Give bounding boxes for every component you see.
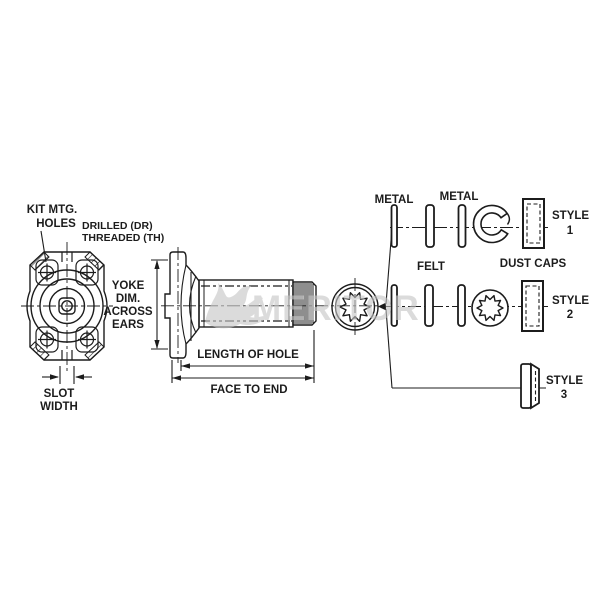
- style2-splined-washer-teeth: [476, 294, 504, 322]
- kit-mtg-label-line2: HOLES: [36, 218, 76, 230]
- meritor-watermark-text: MERITOR: [252, 289, 420, 328]
- yoke-dim-label-line2: DIM.: [116, 293, 140, 305]
- length-of-hole-label: LENGTH OF HOLE: [197, 349, 299, 361]
- threaded-label: THREADED (TH): [82, 232, 164, 244]
- metal-label-2: METAL: [440, 191, 479, 203]
- style1-cap-body: [522, 198, 545, 249]
- slip-yoke-side-view: [151, 251, 317, 383]
- drilled-label: DRILLED (DR): [82, 220, 153, 232]
- yoke-dim-dimension: [151, 259, 168, 350]
- style2-cap-body: [521, 280, 544, 332]
- slot-label-line1: SLOT: [44, 388, 75, 400]
- yoke-ear-inner-curve-1: [180, 264, 187, 345]
- dust-caps-label: DUST CAPS: [500, 258, 567, 270]
- metal-label-1: METAL: [375, 194, 414, 206]
- slot-width-dimension: [42, 366, 92, 384]
- watermark: MERITOR: [205, 283, 420, 329]
- style1-metal-washer-2: [457, 204, 467, 248]
- style1-metal-washer: [390, 204, 398, 248]
- style1-snap-ring: [472, 204, 509, 244]
- dust-cap-style-1-row: [390, 198, 545, 249]
- yoke-dim-label-line1: YOKE: [112, 280, 145, 292]
- yoke-ear-profile: [164, 251, 200, 359]
- style3-label: STYLE: [546, 375, 583, 387]
- flange-slot-edges: [61, 252, 73, 360]
- style3-number: 3: [561, 389, 567, 401]
- yoke-ear-inner-curve-2: [188, 275, 197, 334]
- style1-cap-hidden-lines: [526, 203, 541, 244]
- felt-label: FELT: [417, 261, 445, 273]
- hidden-bore-lines: [201, 285, 292, 322]
- flange-bolt-pockets: [35, 259, 99, 353]
- style1-snap-ring-hook: [506, 212, 511, 225]
- style1-label: STYLE: [552, 210, 589, 222]
- style1-felt-washer: [425, 204, 435, 248]
- kit-mtg-label-line1: KIT MTG.: [27, 204, 77, 216]
- style2-felt-washer: [424, 284, 434, 327]
- style3-cap-body: [520, 363, 532, 409]
- labels: KIT MTG. HOLES DRILLED (DR) THREADED (TH…: [27, 191, 590, 413]
- dust-cap-style-2-row: [390, 280, 544, 332]
- thread-lines: [294, 283, 314, 324]
- flange-centerlines: [21, 242, 113, 371]
- yoke-dim-label-line3: ACROSS: [103, 306, 153, 318]
- style2-metal-washer-2: [457, 284, 466, 327]
- length-of-hole-dimension: [180, 330, 315, 383]
- meritor-logo-mark: [205, 283, 268, 329]
- style2-metal-washer: [390, 284, 398, 327]
- threaded-end-outline: [292, 281, 317, 326]
- face-to-end-label: FACE TO END: [210, 384, 287, 396]
- dust-cap-style-3-row: [520, 362, 540, 410]
- yoke-dim-label-line4: EARS: [112, 319, 144, 331]
- slot-label-line2: WIDTH: [40, 401, 78, 413]
- assembly-centerlines: [161, 247, 383, 363]
- face-to-end-dimension: [171, 360, 314, 383]
- style2-number: 2: [567, 309, 573, 321]
- style2-label: STYLE: [552, 295, 589, 307]
- style2-cap-hidden-lines: [525, 285, 540, 327]
- leader-arrowhead: [378, 302, 386, 311]
- kit-mtg-leader-line: [40, 230, 47, 263]
- flange-yoke-end-view: [21, 230, 113, 384]
- style1-number: 1: [567, 225, 574, 237]
